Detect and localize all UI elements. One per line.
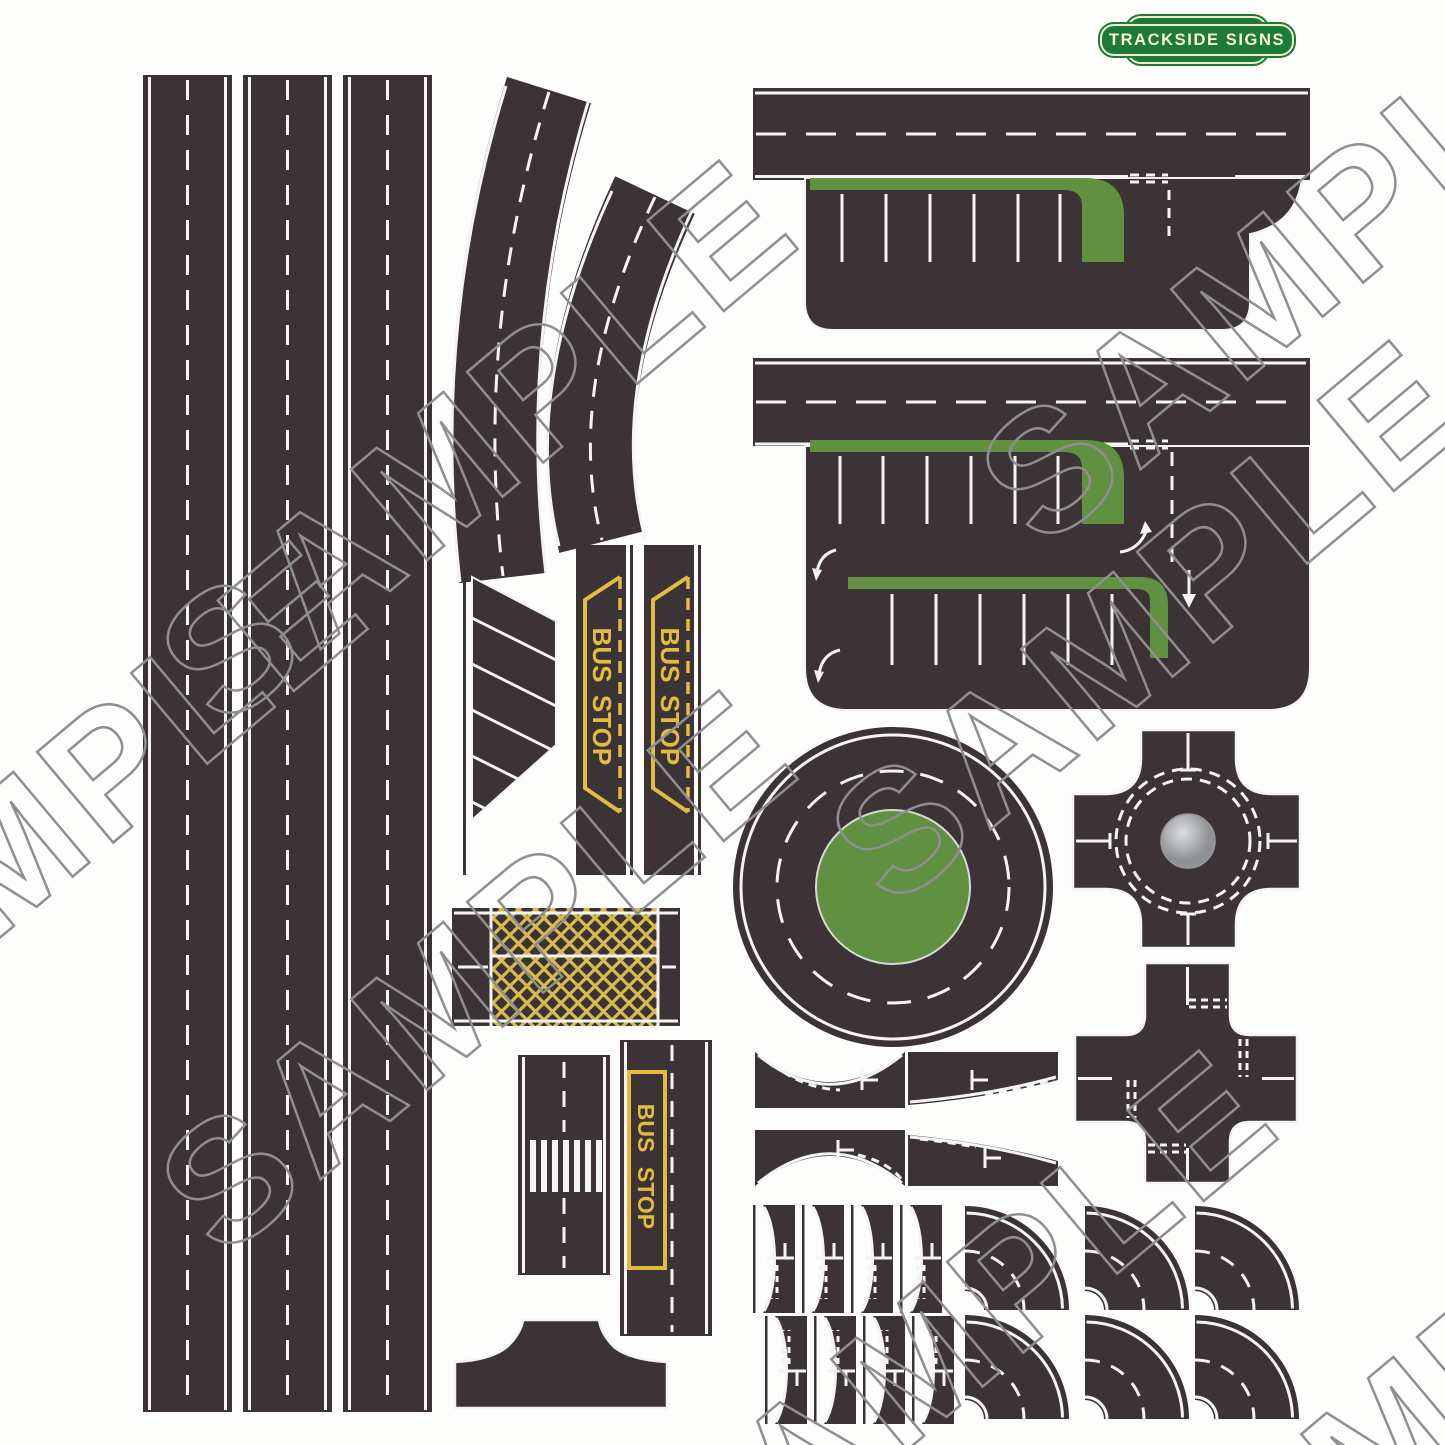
- bus-stop-label-line1: BUS: [633, 1104, 659, 1153]
- car-park-small: [753, 88, 1310, 331]
- crossroads: [1073, 961, 1299, 1185]
- road-narrowing-2: [908, 1052, 1058, 1105]
- roundabout-large: [733, 727, 1053, 1047]
- zebra-crossing-road: [518, 1055, 610, 1275]
- logo-text: TRACKSIDE SIGNS: [1108, 30, 1286, 49]
- road-narrowing-4: [908, 1135, 1058, 1186]
- zebra-stripes: [530, 1140, 602, 1192]
- bus-stop-cage-2: [642, 543, 701, 877]
- road-narrowing-1: [755, 1052, 905, 1108]
- grass-verge: [810, 178, 1124, 262]
- bus-layby-hatched: [463, 545, 557, 875]
- yellow-box-junction: [452, 908, 680, 1026]
- grass-verge: [848, 577, 1168, 658]
- curved-road-inner: [545, 176, 699, 553]
- logo-totem-band: TRACKSIDE SIGNS: [1100, 24, 1294, 56]
- bus-stop-road: BUS STOP: [620, 1040, 712, 1336]
- mini-roundabout: [1071, 728, 1302, 950]
- lane-arrows: [812, 521, 1196, 683]
- straight-road-strip-2: [243, 75, 332, 1412]
- trackside-signs-logo: TRACKSIDE SIGNS: [1100, 16, 1294, 64]
- straight-road-strip-1: [143, 75, 232, 1412]
- grass-verge: [810, 440, 1124, 524]
- chicane-buildout: [751, 1203, 956, 1426]
- bus-stop-cage-1: [574, 543, 633, 877]
- corner-bend: [963, 1204, 1301, 1421]
- straight-road-strip-3: [343, 75, 432, 1412]
- junction-flare-piece: [453, 1318, 669, 1410]
- car-park-large: [753, 358, 1311, 711]
- curved-road-outer: [450, 76, 592, 584]
- mini-roundabout-dome: [1160, 813, 1216, 869]
- road-narrowing-3: [755, 1130, 905, 1186]
- bus-stop-label-line2: STOP: [633, 1167, 659, 1229]
